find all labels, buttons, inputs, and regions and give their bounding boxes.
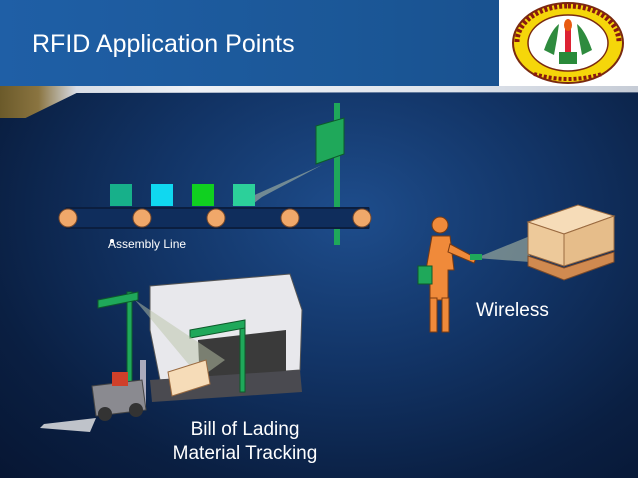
worker-figure (425, 216, 477, 333)
wireless-label: Wireless (476, 300, 549, 321)
pallet-box (526, 204, 616, 281)
scan-beam-dock (135, 300, 225, 378)
bill-of-lading-label: Bill of Lading Material Tracking (150, 418, 340, 466)
conveyor-rollers (58, 208, 372, 228)
assembly-line-label: Assembly Line (108, 237, 187, 251)
item-box (233, 184, 255, 206)
handheld-reader-icon (470, 254, 482, 260)
belt-pouch-icon (417, 265, 433, 285)
slide-title: RFID Application Points (32, 30, 295, 58)
item-box (192, 184, 214, 206)
forklift-icon (91, 359, 211, 421)
bullet-icon (110, 239, 114, 243)
rfid-reader-icon (315, 117, 345, 165)
scan-beam-wireless (476, 236, 530, 262)
bill-line-2: Material Tracking (172, 443, 318, 464)
floor-arrow (40, 418, 96, 432)
item-box (151, 184, 173, 206)
bill-line-1: Bill of Lading (190, 419, 300, 440)
item-box (110, 184, 132, 206)
university-logo (499, 0, 638, 86)
reader-post (334, 103, 340, 245)
